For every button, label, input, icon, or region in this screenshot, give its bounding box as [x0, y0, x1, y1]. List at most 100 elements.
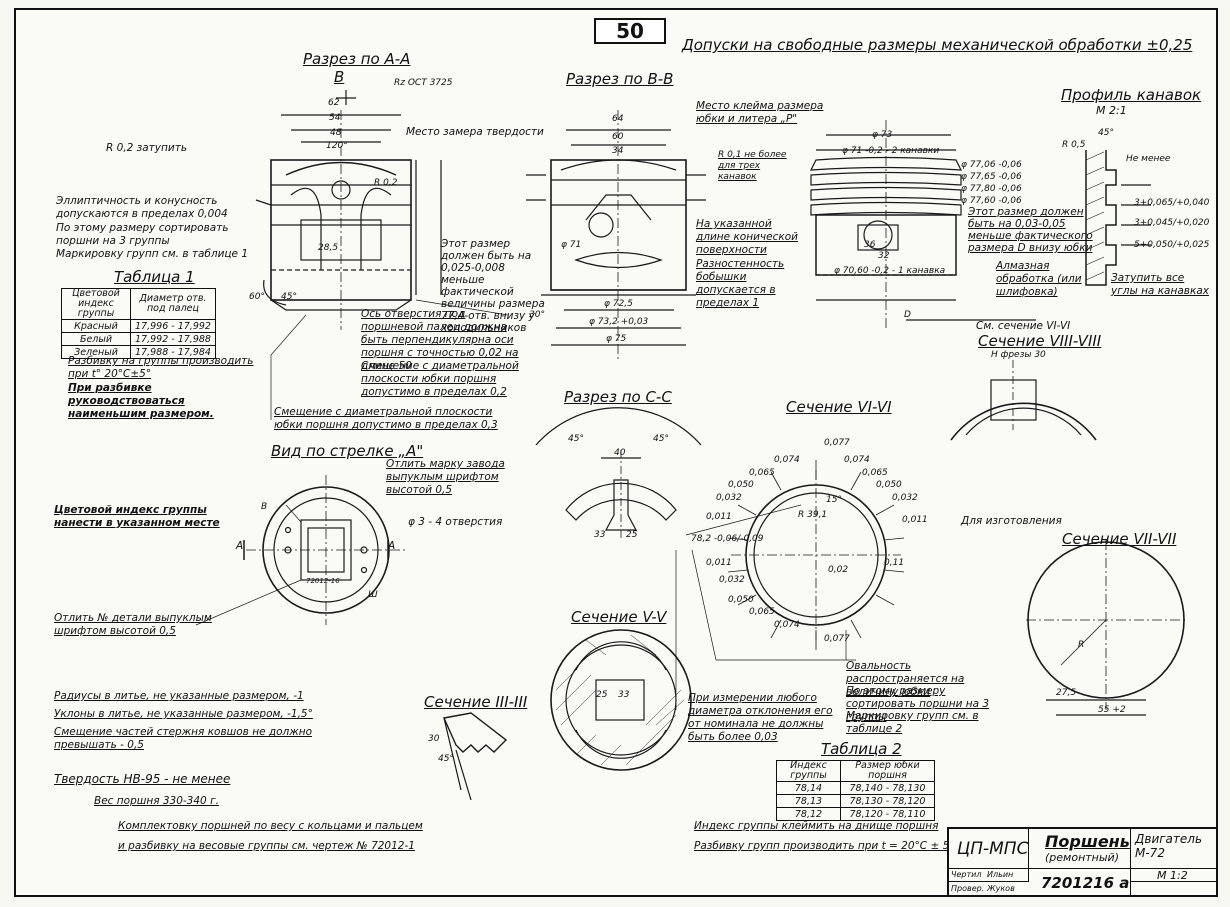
section-iii-drawing [442, 712, 508, 801]
dim-bb-1: 60 [612, 132, 624, 142]
note-grouping-min: При разбивке руководствоваться наименьши… [68, 382, 214, 420]
note-kit-drawing: и разбивку на весовые группы см. чертеж … [118, 840, 415, 852]
table2-title: Таблица 2 [821, 740, 902, 758]
dim-vi-17: 0,077 [824, 634, 850, 644]
dim-vi-13: 0,032 [719, 575, 745, 585]
dim-ring-4: φ 77,80 -0,06 [961, 184, 1022, 194]
dim-v-0: 25 [596, 690, 608, 700]
title-sign-draw: Ильин [987, 870, 1014, 879]
dim-vi-18: 15° [826, 495, 842, 505]
dim-aa-4: R 0,2 [374, 178, 398, 188]
dim-v-1: 33 [618, 690, 630, 700]
table2-header: Индекс группы Размер юбки поршня [776, 760, 935, 782]
dim-aa-2: 48 [330, 128, 342, 138]
dim-bb-2: 34 [612, 146, 624, 156]
title-part: Поршень [1045, 832, 1130, 851]
note-sort-3-vi: По этому размеру сортировать поршни на 3… [846, 685, 990, 723]
view-a-mark-a-right: А [388, 540, 396, 552]
section-aa-drawing [255, 90, 442, 330]
dim-cc-0: 45° [568, 434, 584, 444]
table1: Цветовой индекс группы Диаметр отв. под … [61, 288, 216, 359]
dim-ring-8: 32 [878, 251, 890, 261]
title-number-cell [1029, 869, 1131, 895]
table2-cell: 78,120 - 78,110 [840, 807, 935, 821]
note-kit: Комплектовку поршней по весу с кольцами … [118, 820, 423, 832]
note-sort-3: По этому размеру сортировать поршни на 3… [56, 222, 229, 247]
dim-aa-6: 60° [249, 292, 265, 302]
title-variant: (ремонтный) [1045, 851, 1119, 864]
dim-ring-6: φ 70,60 -0,2 - 1 канавка [834, 266, 946, 276]
dim-iii-1: 45° [438, 754, 454, 764]
title-role-draw: Чертил [951, 870, 982, 879]
groove-size-1: 3+0,045/+0,020 [1134, 218, 1210, 228]
view-a-drawing [243, 475, 406, 625]
view-a-title: Вид по стрелке „А" [271, 442, 424, 460]
leader-lines [195, 299, 856, 710]
title-engine: Двигатель М-72 [1135, 832, 1203, 860]
groove-r05: R 0,5 [1062, 140, 1086, 150]
section-cc-title: Разрез по С-С [564, 388, 672, 406]
dim-cc-1: 45° [653, 434, 669, 444]
table2-cell: 78,12 [776, 807, 841, 821]
note-pin-axis: Ось отверстия под поршневой палец должна… [361, 308, 519, 372]
dim-cc-3: 33 [594, 530, 606, 540]
note-skirt-diameter: Этот размер должен быть на 0,03-0,05 мен… [968, 206, 1093, 254]
dim-ring-1: φ 71 -0,2 - 2 канавки [842, 146, 940, 156]
table2-header-index: Индекс группы [776, 760, 841, 782]
table1-cell: Красный [61, 319, 131, 333]
table1-cell: 17,996 - 17,992 [130, 319, 216, 333]
table1-cell: Зеленый [61, 345, 131, 359]
dim-bb-4: φ 72,5 [604, 299, 633, 309]
section-aa-marker: В [334, 68, 345, 86]
dim-bb-6: φ 75 [606, 334, 627, 344]
dim-bb-0: 64 [612, 114, 624, 124]
groove-profile-title: Профиль канавок [1061, 86, 1202, 104]
dim-bb-7: 30° [529, 310, 545, 320]
section-viii-note: Н фрезы 30 [991, 350, 1046, 360]
section-vii-drawing [1026, 540, 1186, 716]
dim-ring-9: D [904, 310, 911, 320]
groove-angle: 45° [1098, 128, 1114, 138]
dim-bb-3: φ 71 [561, 240, 582, 250]
dim-aa-0: 62 [328, 98, 340, 108]
table1-title: Таблица 1 [114, 268, 195, 286]
note-r02: R 0,2 затупить [106, 142, 188, 154]
dim-vi-16: 0,074 [774, 620, 800, 630]
groove-min: Не менее [1126, 154, 1171, 164]
dim-aa-5: 28,5 [318, 243, 339, 253]
note-stamp-place: Место клейма размера юбки и литера „Р" [696, 100, 824, 125]
dim-vi-1: 0,074 [774, 455, 800, 465]
groove-scale: М 2:1 [1096, 104, 1127, 117]
title-org: ЦП-МПС [957, 839, 1029, 859]
note-offset-02: Смещение с диаметральной плоскости юбки … [361, 360, 519, 398]
note-conical: На указанной длине конической поверхност… [696, 218, 798, 256]
title-drawing-number: 7201216 а [1041, 874, 1130, 892]
table1-cell: Белый [61, 332, 131, 346]
dim-iii-0: 30 [428, 734, 440, 744]
technical-drawing [195, 90, 1186, 801]
note-r01: R 0,1 не более для трех канавок [718, 150, 787, 182]
table1-cell: 17,988 - 17,984 [130, 345, 216, 359]
note-color-index: Цветовой индекс группы нанести в указанн… [54, 504, 220, 529]
section-viii-title: Сечение VIII-VIII [978, 332, 1102, 350]
note-stamp-index: Индекс группы клеймить на днище поршня [694, 820, 939, 832]
title-draw-cell [949, 869, 1029, 882]
view-a-mark-b: В [261, 502, 268, 512]
dim-aa-3: 120° [326, 141, 348, 151]
note-see-vi: См. сечение VI-VI [976, 320, 1071, 332]
dim-aa-7: 45° [281, 292, 297, 302]
note-factory-mark: Отлить марку завода выпуклым шрифтом выс… [386, 458, 505, 496]
dim-vi-4: 0,065 [862, 468, 888, 478]
groove-profile-drawing [1085, 150, 1151, 286]
note-marking-t1: Маркировку групп см. в таблице 1 [56, 248, 249, 260]
dim-ring-7: 36 [864, 240, 876, 250]
section-iii-title: Сечение III-III [424, 693, 528, 711]
section-viii-drawing [950, 360, 1097, 441]
note-ovality: Овальность распространяется на величину … [846, 660, 965, 698]
